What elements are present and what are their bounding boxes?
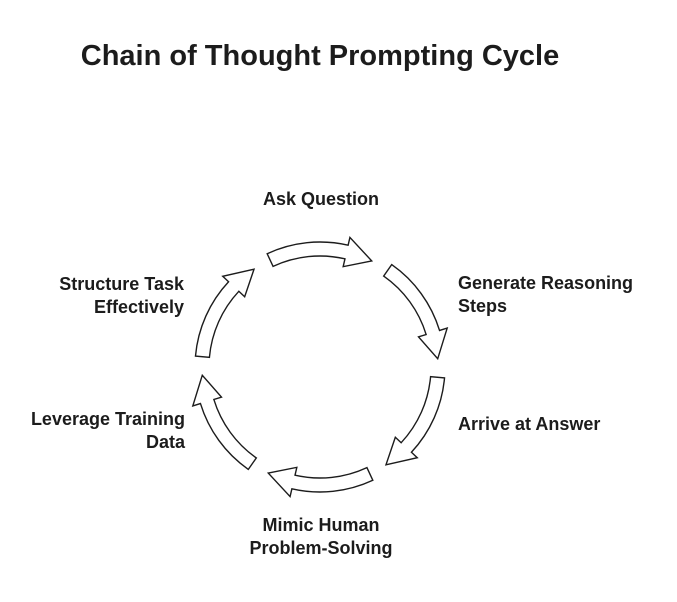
step-label-structure-task-effectively: Structure Task Effectively xyxy=(59,274,184,317)
step-label-mimic-human-problem-solving: Mimic Human Problem-Solving xyxy=(249,515,393,558)
step-label-leverage-training-data: Leverage Training Data xyxy=(30,409,185,452)
cycle-arrow-bottom xyxy=(266,466,374,499)
cycle-arrow-right-bottom xyxy=(384,375,446,466)
diagram-title: Chain of Thought Prompting Cycle xyxy=(80,40,560,72)
step-label-arrive-at-answer: Arrive at Answer xyxy=(458,414,601,434)
step-label-generate-reasoning-steps: Generate Reasoning Steps xyxy=(458,273,634,316)
cycle-arrow-left-bottom xyxy=(191,373,258,471)
cycle-arrow-left-top xyxy=(194,268,256,359)
step-label-ask-question: Ask Question xyxy=(262,189,380,209)
cycle-arrow-right-top xyxy=(382,263,449,361)
cycle-arrow-top xyxy=(266,235,374,268)
